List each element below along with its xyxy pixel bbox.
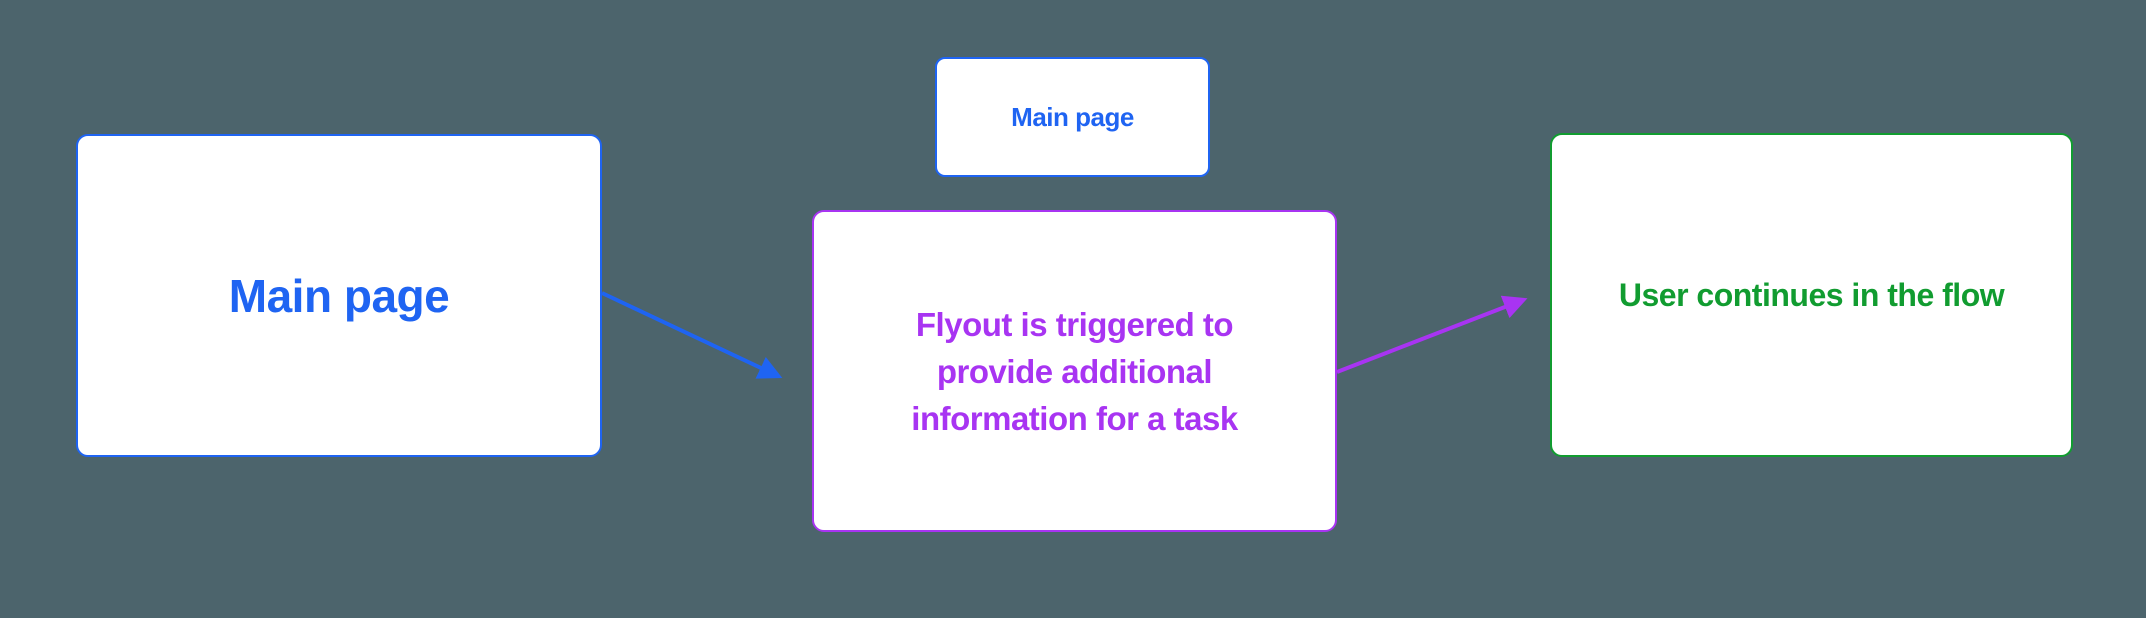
node-main-page-small-label: Main page bbox=[1011, 101, 1134, 132]
connector-flyout-to-continue bbox=[1336, 295, 1528, 374]
node-user-continues-label: User continues in the flow bbox=[1618, 276, 2005, 313]
node-main-page: Main page bbox=[76, 134, 602, 457]
node-flyout-label: Flyout is triggered to provide additiona… bbox=[911, 305, 1238, 437]
node-user-continues: User continues in the flow bbox=[1550, 133, 2073, 457]
node-main-page-label: Main page bbox=[228, 269, 450, 322]
node-flyout: Flyout is triggered to provide additiona… bbox=[812, 210, 1337, 532]
node-main-page-small: Main page bbox=[935, 57, 1210, 177]
connector-main-to-flyout bbox=[601, 291, 783, 379]
